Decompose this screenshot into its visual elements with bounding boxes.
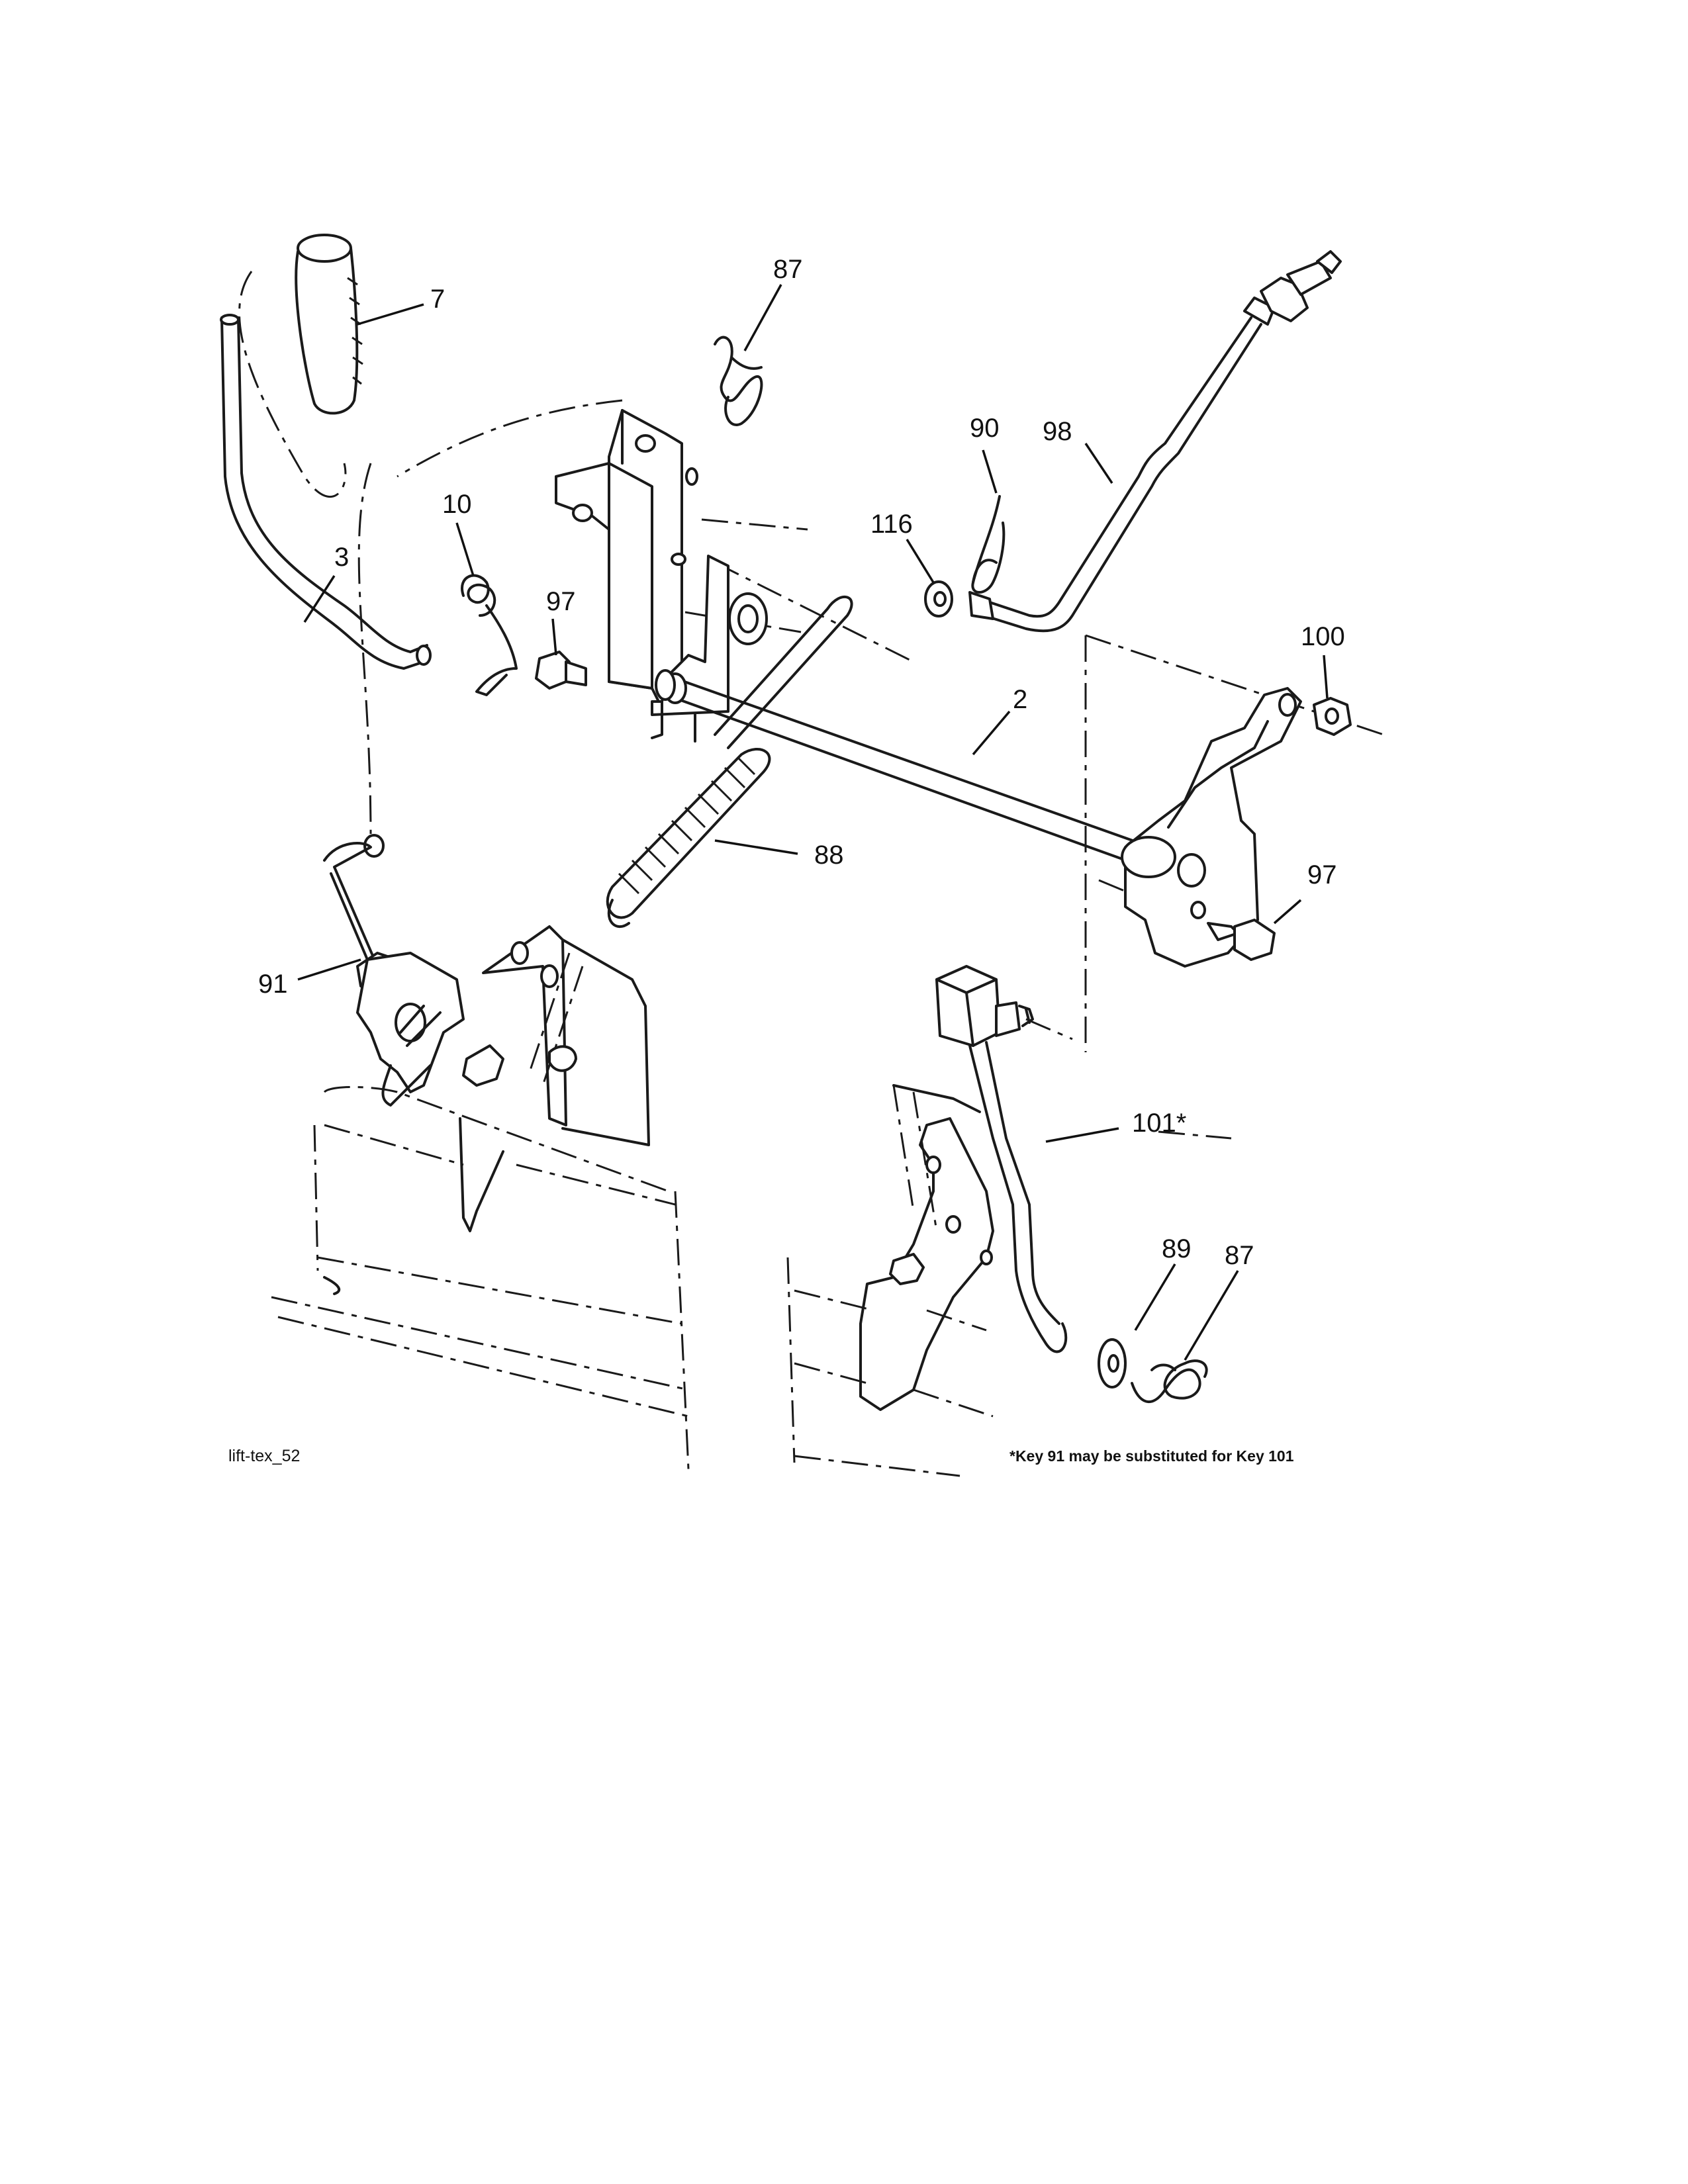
diagram-id: lift-tex_52 xyxy=(228,1447,300,1465)
grip-7 xyxy=(295,234,363,415)
left-deck-plate xyxy=(459,925,650,1232)
extension-spring-88 xyxy=(606,596,853,928)
callout-90: 90 xyxy=(970,414,1000,443)
hex-nut-100 xyxy=(1313,697,1352,736)
torsion-spring-10 xyxy=(461,574,518,696)
callout-87-bottom: 87 xyxy=(1225,1241,1254,1270)
callout-97-right: 97 xyxy=(1307,860,1337,889)
callout-100: 100 xyxy=(1301,622,1345,651)
callout-numbers: 7 87 90 98 116 10 3 97 100 2 88 97 91 10… xyxy=(258,255,1345,1270)
callout-7: 7 xyxy=(430,285,445,314)
callout-88: 88 xyxy=(814,841,844,870)
callout-101: 101* xyxy=(1132,1109,1186,1138)
callout-91: 91 xyxy=(258,970,288,999)
substitution-note: *Key 91 may be substituted for Key 101 xyxy=(1009,1447,1294,1465)
callout-3: 3 xyxy=(334,543,349,572)
callout-116: 116 xyxy=(870,510,913,539)
right-lift-link-101 xyxy=(935,965,1068,1353)
hairpin-clip-90 xyxy=(971,495,1006,594)
callout-89: 89 xyxy=(1162,1234,1192,1263)
hairpin-clip-87-bottom xyxy=(1131,1359,1208,1404)
callout-10: 10 xyxy=(442,490,472,519)
left-deck-hanger xyxy=(356,952,504,1107)
callout-87-top: 87 xyxy=(773,255,803,284)
shoulder-bolt-97-left xyxy=(535,651,587,690)
callout-97-left: 97 xyxy=(546,587,576,616)
leader-lines xyxy=(297,284,1329,1361)
lift-shaft-2 xyxy=(655,669,1143,865)
left-deck-housing xyxy=(271,1086,690,1470)
callout-2: 2 xyxy=(1013,685,1027,714)
washer-89 xyxy=(1098,1338,1127,1388)
shoulder-bolt-97-right xyxy=(1207,919,1276,961)
right-deck-hanger xyxy=(786,1084,994,1477)
lift-link-rod-98 xyxy=(968,250,1342,633)
right-lift-arm xyxy=(1121,687,1302,968)
hairpin-clip-87-top xyxy=(714,336,763,426)
callout-98: 98 xyxy=(1043,417,1072,446)
washer-116 xyxy=(924,580,953,617)
